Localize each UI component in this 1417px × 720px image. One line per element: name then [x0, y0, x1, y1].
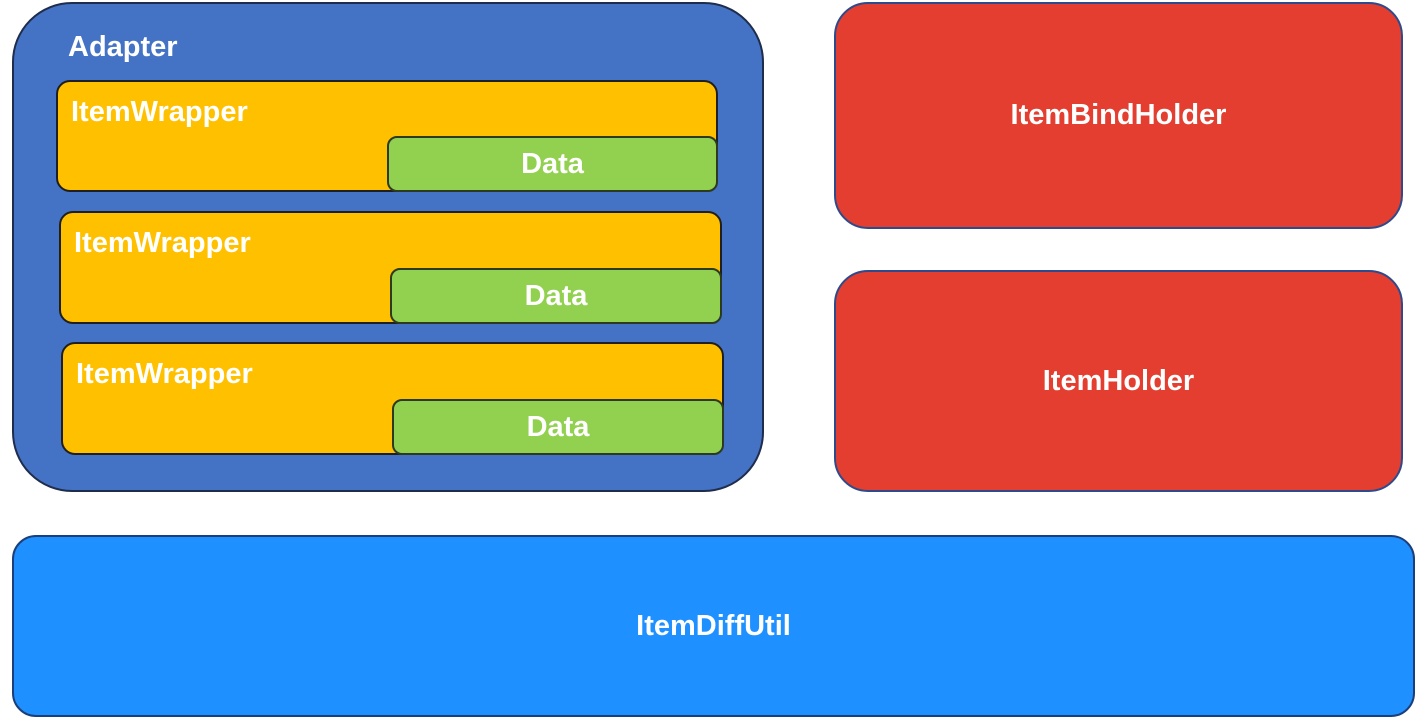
adapter-box: Adapter ItemWrapper Data ItemWrapper Dat… [12, 2, 764, 492]
item-wrapper-1: ItemWrapper Data [56, 80, 718, 192]
data-box: Data [390, 268, 722, 324]
data-box: Data [387, 136, 718, 192]
item-holder-label: ItemHolder [1042, 364, 1195, 397]
item-diff-util-label: ItemDiffUtil [636, 609, 791, 642]
item-wrapper-label: ItemWrapper [71, 96, 248, 128]
item-diff-util-box: ItemDiffUtil [12, 535, 1415, 717]
adapter-title: Adapter [68, 31, 178, 63]
item-bind-holder-label: ItemBindHolder [1010, 99, 1227, 131]
item-wrapper-3: ItemWrapper Data [61, 342, 724, 455]
item-wrapper-2: ItemWrapper Data [59, 211, 722, 324]
data-box: Data [392, 399, 724, 455]
item-bind-holder-box: ItemBindHolder [834, 2, 1403, 229]
item-holder-box: ItemHolder [834, 270, 1403, 492]
item-wrapper-label: ItemWrapper [74, 227, 251, 259]
item-wrapper-label: ItemWrapper [76, 358, 253, 390]
